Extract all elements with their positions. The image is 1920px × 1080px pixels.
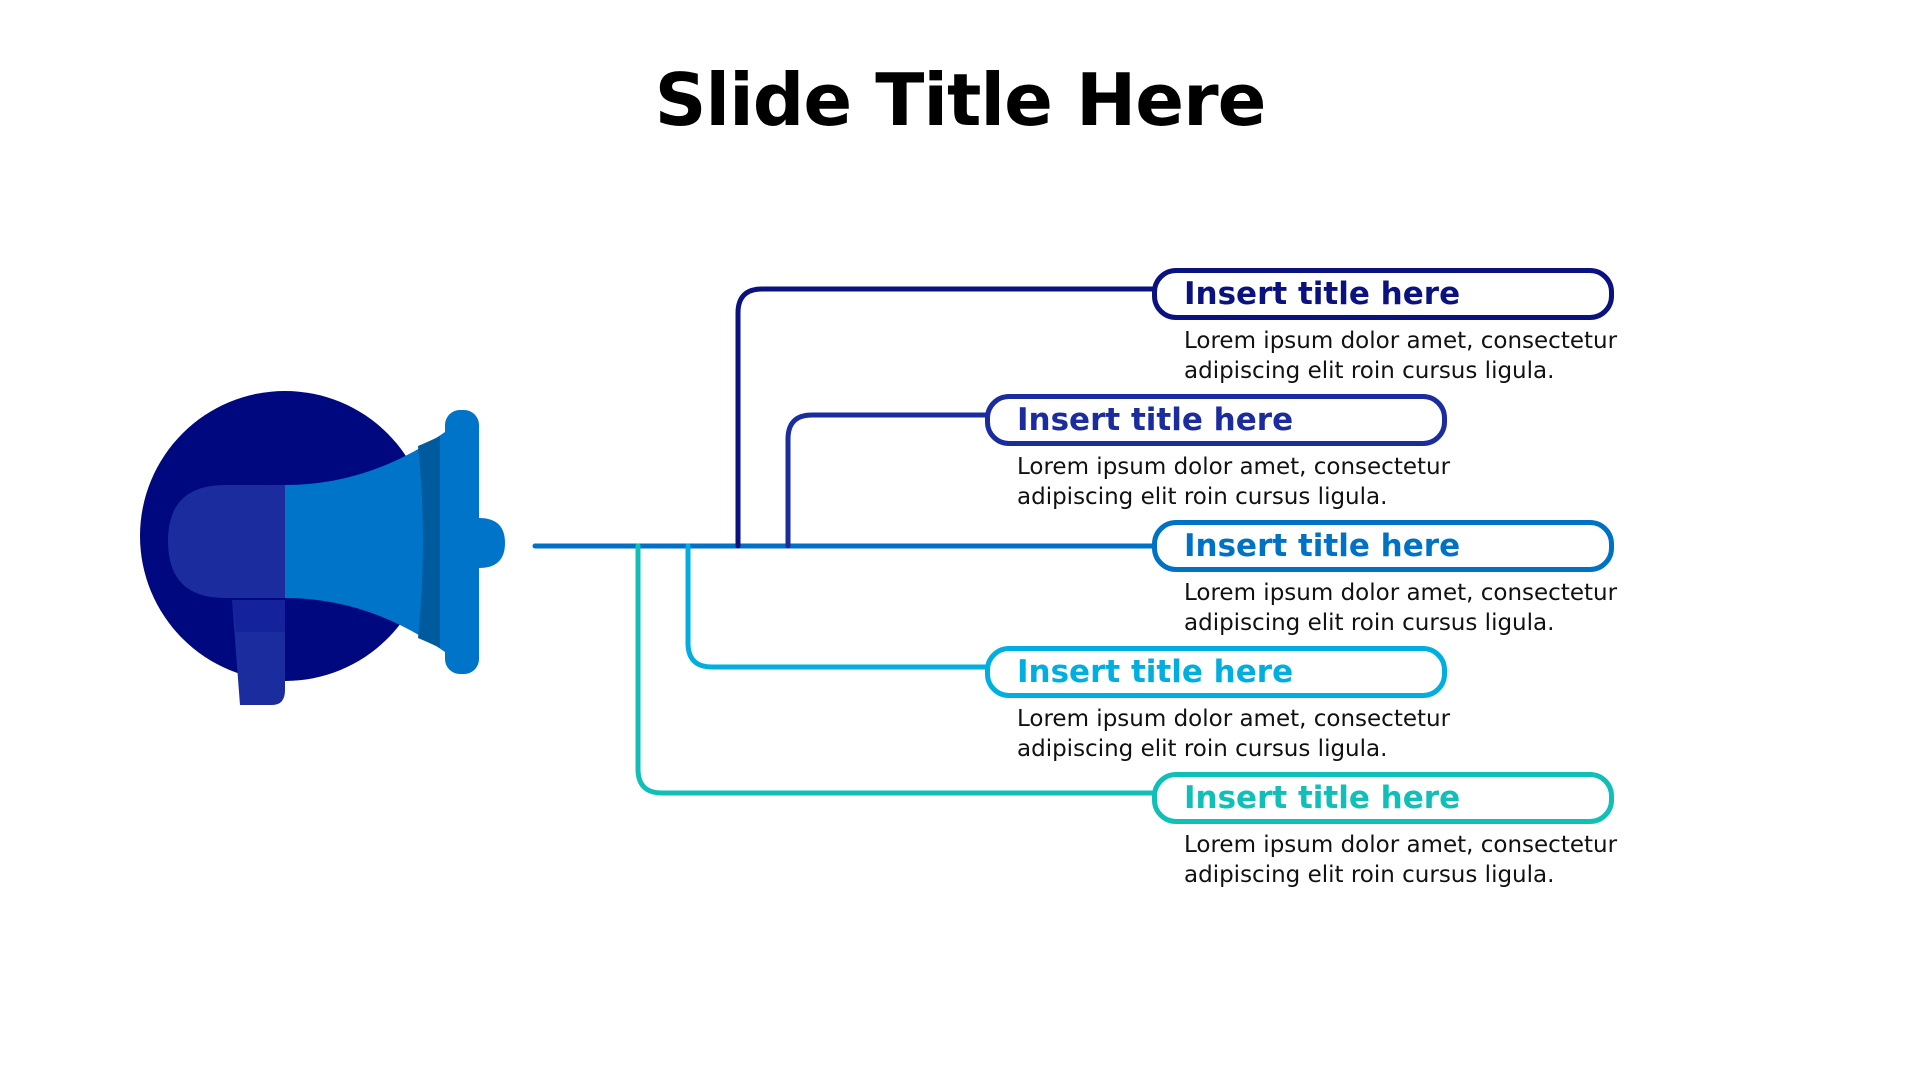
connector-2: [785, 412, 988, 549]
item-4-pill: [985, 646, 1447, 698]
item-1-description-line-1: Lorem ipsum dolor amet, consectetur: [1184, 328, 1618, 354]
item-3-description: Lorem ipsum dolor amet, consectetur adipi…: [1184, 578, 1624, 638]
item-4-description-line-1: Lorem ipsum dolor amet, consectetur: [1017, 706, 1451, 732]
item-4-title: Insert title here: [1017, 654, 1294, 690]
connectors: [532, 286, 1155, 796]
item-2-description-line-2: adipiscing elit roin cursus ligula.: [1017, 484, 1388, 510]
megaphone-horn-shade: [418, 436, 440, 648]
connector-4: [685, 543, 988, 670]
item-5-title: Insert title here: [1184, 780, 1461, 816]
item-1-description-line-2: adipiscing elit roin cursus ligula.: [1184, 358, 1555, 384]
item-2-pill: [985, 394, 1447, 446]
item-2-description: Lorem ipsum dolor amet, consectetur adipi…: [1017, 452, 1457, 512]
item-4-description-line-2: adipiscing elit roin cursus ligula.: [1017, 736, 1388, 762]
item-5-description-line-1: Lorem ipsum dolor amet, consectetur: [1184, 832, 1618, 858]
item-4-description: Lorem ipsum dolor amet, consectetur adipi…: [1017, 704, 1457, 764]
item-3-pill: [1152, 520, 1614, 572]
megaphone-handle-shade: [232, 600, 285, 632]
megaphone-horn: [285, 432, 452, 652]
connector-5: [635, 543, 1155, 796]
item-1-title: Insert title here: [1184, 276, 1461, 312]
megaphone-rear-body: [168, 485, 285, 598]
megaphone-nub: [479, 518, 505, 568]
megaphone-icon: [140, 391, 505, 705]
item-1-description: Lorem ipsum dolor amet, consectetur adipi…: [1184, 326, 1624, 386]
item-2-description-line-1: Lorem ipsum dolor amet, consectetur: [1017, 454, 1451, 480]
megaphone-rim: [445, 410, 479, 674]
slide-title: Slide Title Here: [654, 58, 1267, 142]
connector-1: [735, 286, 1155, 549]
item-5-description-line-2: adipiscing elit roin cursus ligula.: [1184, 862, 1555, 888]
item-3-title: Insert title here: [1184, 528, 1461, 564]
item-1-pill: [1152, 268, 1614, 320]
item-3-description-line-1: Lorem ipsum dolor amet, consectetur: [1184, 580, 1618, 606]
item-5-pill: [1152, 772, 1614, 824]
item-2-title: Insert title here: [1017, 402, 1294, 438]
item-3-description-line-2: adipiscing elit roin cursus ligula.: [1184, 610, 1555, 636]
item-5-description: Lorem ipsum dolor amet, consectetur adipi…: [1184, 830, 1624, 890]
